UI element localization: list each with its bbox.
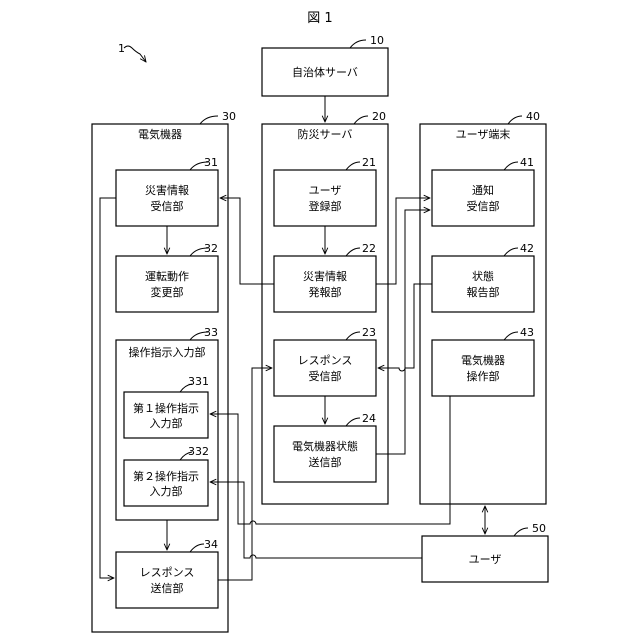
disaster-server-ref-leader xyxy=(354,116,368,124)
first-instruction-input-box xyxy=(124,392,208,438)
device-status-sender-line2: 送信部 xyxy=(309,455,342,469)
second-instruction-input-line2: 入力部 xyxy=(150,484,183,498)
system-ref-label: 1 xyxy=(118,42,125,55)
user-terminal-ref-leader xyxy=(508,116,522,124)
second-instruction-input-ref: 332 xyxy=(188,445,209,458)
user-terminal-label: ユーザ端末 xyxy=(456,127,511,141)
instruction-input-label: 操作指示入力部 xyxy=(129,345,206,359)
device-operator-line1: 電気機器 xyxy=(461,353,505,367)
response-receiver-line1: レスポンス xyxy=(298,354,353,367)
user-terminal-ref: 40 xyxy=(526,110,540,123)
operation-change-box xyxy=(116,256,218,312)
device-operator-box xyxy=(432,340,534,396)
municipal-server-ref: 10 xyxy=(370,34,384,47)
disaster-info-receiver-line1: 災害情報 xyxy=(145,183,189,197)
notification-receiver-line1: 通知 xyxy=(472,183,494,197)
system-ref-pointer xyxy=(124,46,146,62)
disaster-info-sender-ref: 22 xyxy=(362,242,376,255)
disaster-info-receiver-box xyxy=(116,170,218,226)
device-status-sender-box xyxy=(274,426,376,482)
response-sender-ref: 34 xyxy=(204,538,218,551)
user-registration-ref: 21 xyxy=(362,156,376,169)
status-reporter-line2: 報告部 xyxy=(467,285,500,299)
disaster-info-receiver-ref: 31 xyxy=(204,156,218,169)
notification-receiver-ref: 41 xyxy=(520,156,534,169)
response-sender-line2: 送信部 xyxy=(151,581,184,595)
municipal-server-label: 自治体サーバ xyxy=(292,65,358,79)
response-receiver-line2: 受信部 xyxy=(309,369,342,383)
response-receiver-box xyxy=(274,340,376,396)
second-instruction-input-line1: 第２操作指示 xyxy=(133,469,199,483)
user-ref: 50 xyxy=(532,522,546,535)
instruction-input-ref: 33 xyxy=(204,326,218,339)
disaster-server-ref: 20 xyxy=(372,110,386,123)
operation-change-ref: 32 xyxy=(204,242,218,255)
disaster-server-label: 防災サーバ xyxy=(298,127,353,141)
notification-receiver-line2: 受信部 xyxy=(467,199,500,213)
user-label: ユーザ xyxy=(469,553,502,566)
user-registration-line2: 登録部 xyxy=(309,199,342,213)
disaster-info-sender-line1: 災害情報 xyxy=(303,269,347,283)
device-operator-ref: 43 xyxy=(520,326,534,339)
device-status-sender-ref: 24 xyxy=(362,412,376,425)
response-sender-box xyxy=(116,552,218,608)
second-instruction-input-box xyxy=(124,460,208,506)
status-reporter-box xyxy=(432,256,534,312)
operation-change-line2: 変更部 xyxy=(151,285,184,299)
status-reporter-ref: 42 xyxy=(520,242,534,255)
user-registration-box xyxy=(274,170,376,226)
notification-receiver-box xyxy=(432,170,534,226)
response-sender-line1: レスポンス xyxy=(140,566,195,579)
operation-change-line1: 運転動作 xyxy=(145,269,189,283)
disaster-info-receiver-line2: 受信部 xyxy=(151,199,184,213)
user-registration-line1: ユーザ xyxy=(309,184,342,197)
electric-device-ref-leader xyxy=(200,116,218,124)
municipal-server-ref-leader xyxy=(350,40,366,48)
status-reporter-line1: 状態 xyxy=(472,269,494,283)
electric-device-label: 電気機器 xyxy=(138,127,182,141)
first-instruction-input-line1: 第１操作指示 xyxy=(133,401,199,415)
disaster-info-sender-box xyxy=(274,256,376,312)
disaster-info-sender-line2: 発報部 xyxy=(309,285,342,299)
electric-device-ref: 30 xyxy=(222,110,236,123)
figure-title: 図 1 xyxy=(307,11,332,26)
device-status-sender-line1: 電気機器状態 xyxy=(292,439,358,453)
first-instruction-input-ref: 331 xyxy=(188,375,209,388)
user-ref-leader xyxy=(514,528,528,536)
device-operator-line2: 操作部 xyxy=(467,369,500,383)
first-instruction-input-line2: 入力部 xyxy=(150,416,183,430)
response-receiver-ref: 23 xyxy=(362,326,376,339)
